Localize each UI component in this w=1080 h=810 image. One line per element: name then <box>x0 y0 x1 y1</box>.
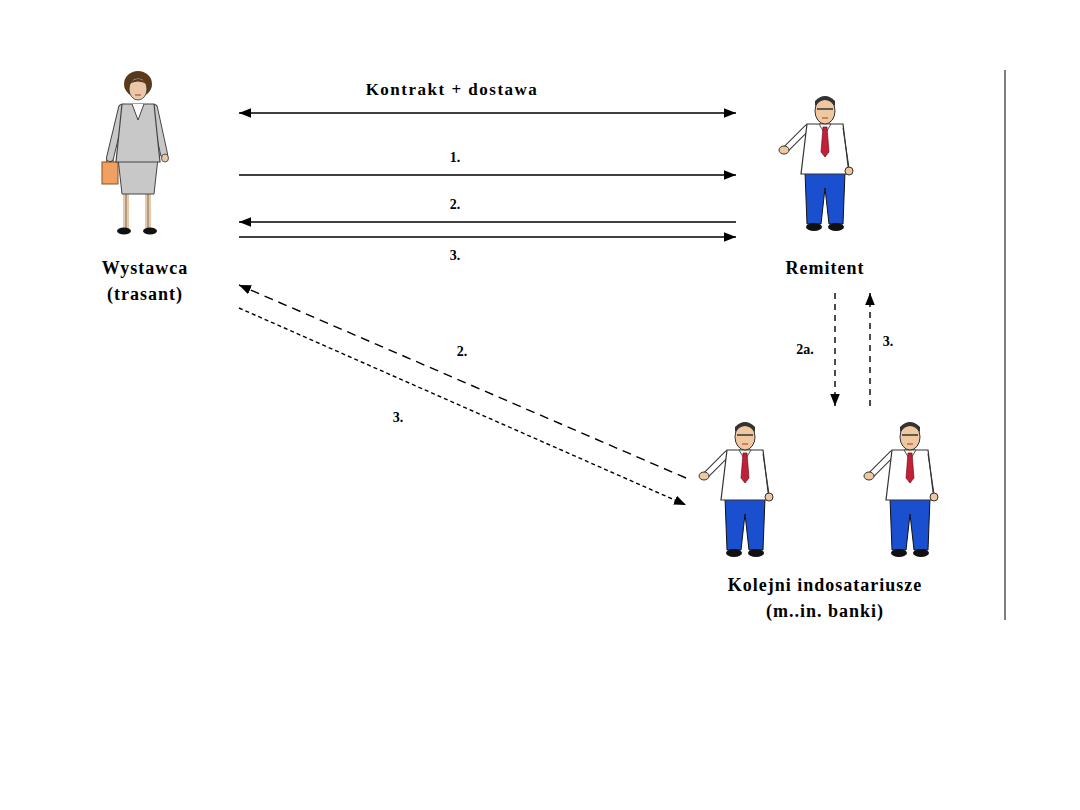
person-label: Kolejni indosatariusze (m..in. banki) <box>708 572 943 624</box>
arrow-label: 3. <box>447 247 464 265</box>
border-line <box>1004 70 1006 620</box>
flow-arrow <box>834 293 835 406</box>
person-label: Remitent <box>750 255 900 281</box>
arrow-label: 1. <box>447 149 464 167</box>
arrow-label: 2. <box>447 196 464 214</box>
arrow-label: 3. <box>390 409 407 427</box>
payee-figure <box>779 96 853 231</box>
endorsee-figure <box>699 422 773 557</box>
person-node: Remitent <box>740 92 910 289</box>
person-node: Kolejni indosatariusze (m..in. banki) <box>690 410 960 630</box>
flow-arrow <box>239 308 686 505</box>
flow-arrow <box>239 236 736 237</box>
arrow-label: 2a. <box>793 341 817 359</box>
drawer-figure <box>102 71 169 235</box>
arrow-label: Kontrakt + dostawa <box>363 79 542 101</box>
arrow-label: 3. <box>880 333 897 351</box>
arrow-label: 2. <box>454 343 471 361</box>
endorsee-figure <box>864 422 938 557</box>
flow-arrow <box>239 285 686 478</box>
flow-arrow <box>239 174 736 175</box>
person-label: Wystawca (trasant) <box>85 255 205 307</box>
flow-arrow <box>239 112 736 113</box>
flow-arrow <box>869 293 870 406</box>
flow-arrow <box>239 221 736 222</box>
person-node: Wystawca (trasant) <box>55 65 235 313</box>
